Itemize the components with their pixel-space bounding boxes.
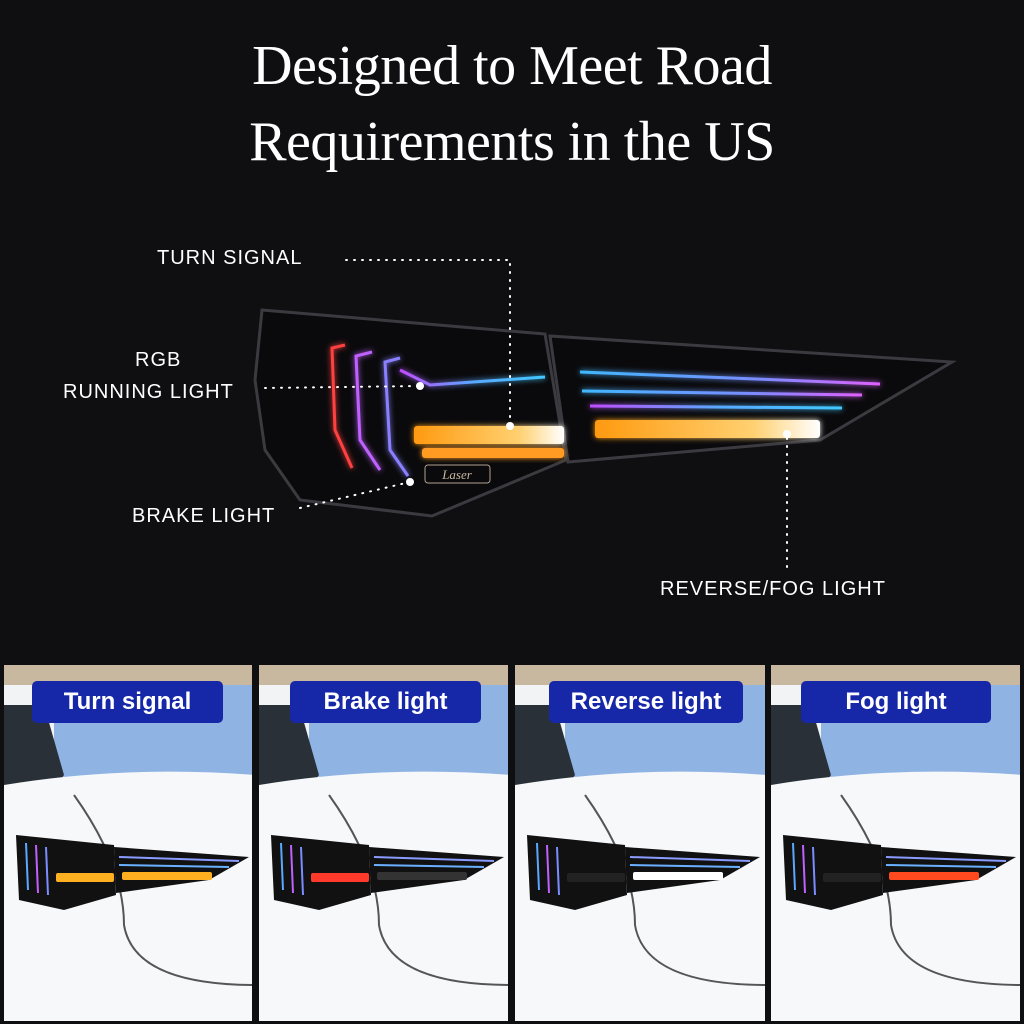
reverse-fog-bar (595, 420, 820, 438)
panel-fog-light: Fog light (771, 665, 1020, 1021)
callout-reverse-fog-light: REVERSE/FOG LIGHT (660, 578, 886, 600)
turn-signal-bar-lower (422, 448, 564, 458)
headline-line-2: Requirements in the US (249, 111, 775, 173)
label-turn-signal: Turn signal (32, 681, 223, 723)
tail-light-outer-housing (548, 334, 957, 464)
laser-logo: Laser (424, 464, 491, 484)
callout-brake-light: BRAKE LIGHT (132, 505, 276, 527)
label-fog-light: Fog light (801, 681, 991, 723)
svg-text:Laser: Laser (441, 467, 473, 482)
headline-line-1: Designed to Meet Road (252, 35, 772, 97)
callout-turn-signal: TURN SIGNAL (157, 247, 303, 269)
panel-brake-light: Brake light (259, 665, 508, 1021)
callout-rgb: RGB (135, 349, 182, 371)
label-reverse-light: Reverse light (549, 681, 743, 723)
turn-signal-bar (414, 426, 564, 444)
callout-running-light: RUNNING LIGHT (63, 381, 234, 403)
panel-reverse-light: Reverse light (515, 665, 765, 1021)
panel-turn-signal: Turn signal (4, 665, 252, 1021)
label-brake-light: Brake light (290, 681, 481, 723)
tail-light-illustration: Laser (253, 259, 957, 571)
